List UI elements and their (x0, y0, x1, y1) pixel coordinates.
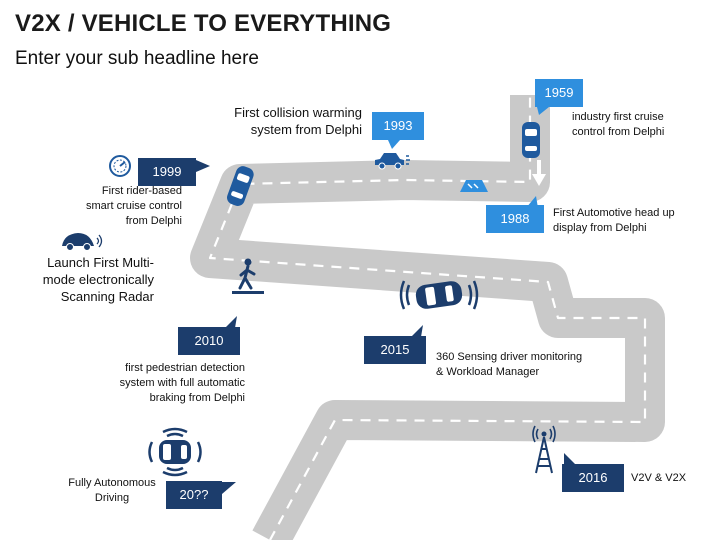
caption-1959-line2: control from Delphi (572, 126, 665, 138)
caption-2010-line1: first pedestrian detection (125, 362, 245, 374)
caption-1999-line2: smart cruise control (86, 200, 182, 212)
head-up-display-icon (460, 180, 488, 192)
caption-1988: First Automotive head up display from De… (553, 206, 675, 236)
car-top-icon (522, 122, 540, 158)
badge-2015-pointer (411, 325, 423, 337)
badge-1959: 1959 (535, 79, 583, 107)
caption-20xx-line2: Driving (94, 492, 130, 504)
caption-1959-line1: industry first cruise (572, 111, 664, 123)
page-subtitle: Enter your sub headline here (15, 48, 259, 69)
caption-1988-line1: First Automotive head up (553, 207, 675, 219)
autonomous-car-icon (148, 427, 202, 477)
page-title: V2X / VEHICLE TO EVERYTHING (15, 10, 392, 37)
badge-2010-pointer (225, 316, 237, 328)
caption-2016: V2V & V2X (631, 471, 686, 486)
badge-20xx: 20?? (166, 481, 222, 509)
badge-2015: 2015 (364, 336, 426, 364)
badge-20xx-pointer (222, 482, 236, 494)
badge-2016-pointer (564, 453, 576, 465)
caption-1999-line1: First rider-based (101, 185, 182, 197)
caption-2016-line1: V2V & V2X (631, 472, 687, 484)
road-center-line (208, 95, 647, 540)
car-side-icon (375, 153, 410, 170)
speedometer-icon (109, 155, 131, 177)
caption-1993: First collision warming system from Delp… (212, 104, 362, 138)
badge-2010: 2010 (178, 327, 240, 355)
caption-1988-line2: display from Delphi (553, 222, 647, 234)
car-top-icon (227, 166, 254, 206)
radio-tower-icon (532, 425, 556, 474)
caption-radar-line2: mode electronically (42, 272, 154, 287)
sensing-car-icon (399, 280, 479, 310)
pedestrian-icon (232, 258, 264, 294)
caption-1993-line1: First collision warming (234, 105, 362, 120)
caption-20xx: Fully Autonomous Driving (62, 476, 162, 506)
caption-1999: First rider-based smart cruise control f… (60, 184, 182, 229)
caption-1959: industry first cruise control from Delph… (572, 110, 664, 140)
caption-2015: 360 Sensing driver monitoring & Workload… (436, 350, 582, 380)
badge-2016: 2016 (562, 464, 624, 492)
badge-1993-pointer (388, 140, 400, 149)
beetle-car-icon (62, 233, 103, 251)
caption-2015-line2: & Workload Manager (436, 366, 540, 378)
caption-radar: Launch First Multi- mode electronically … (20, 254, 154, 305)
caption-2015-line1: 360 Sensing driver monitoring (436, 351, 583, 363)
caption-radar-line1: Launch First Multi- (47, 255, 154, 270)
down-arrow-icon (532, 160, 546, 186)
badge-1999-pointer (196, 160, 210, 172)
caption-20xx-line1: Fully Autonomous (68, 477, 156, 489)
caption-1999-line3: from Delphi (125, 215, 182, 227)
badge-1988: 1988 (486, 205, 544, 233)
caption-2010: first pedestrian detection system with f… (100, 361, 245, 406)
caption-1993-line2: system from Delphi (250, 122, 362, 137)
badge-1999: 1999 (138, 158, 196, 186)
caption-radar-line3: Scanning Radar (60, 289, 154, 304)
caption-2010-line2: system with full automatic (119, 377, 245, 389)
badge-1988-pointer (526, 196, 538, 208)
badge-1959-pointer (537, 107, 549, 115)
badge-1993: 1993 (372, 112, 424, 140)
caption-2010-line3: braking from Delphi (149, 392, 245, 404)
